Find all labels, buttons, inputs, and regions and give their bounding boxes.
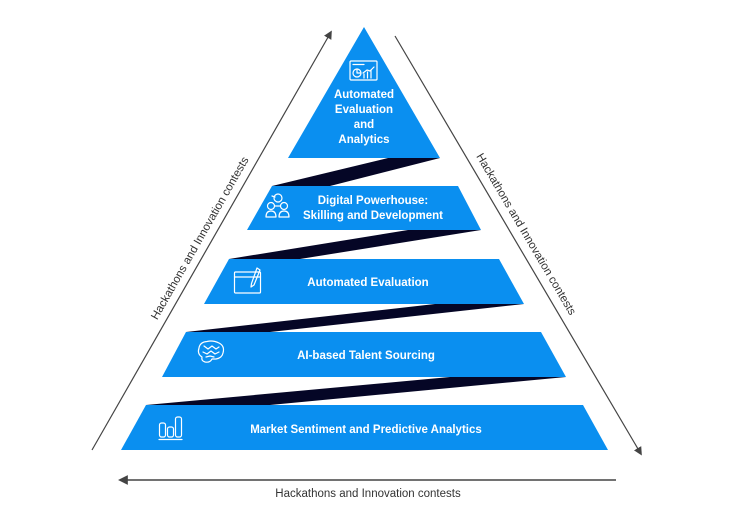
- dashboard-analytics-icon: [349, 60, 378, 81]
- bottom-arrow-label: Hackathons and Innovation contests: [275, 488, 461, 500]
- tier-2-shape: [247, 186, 481, 230]
- connector-4-5: [146, 377, 566, 405]
- connector-2-3: [229, 230, 481, 259]
- tier-1-label: Automated Evaluation and Analytics: [334, 89, 394, 146]
- tier-1-line-4: Analytics: [338, 134, 389, 146]
- tier-5-shape: [121, 405, 608, 450]
- brain-icon: [197, 340, 225, 363]
- tier-1-line-1: Automated: [334, 89, 394, 101]
- connector-1-2: [272, 158, 440, 186]
- tier-4-shape: [162, 332, 566, 377]
- tier-4-label: AI-based Talent Sourcing: [297, 350, 435, 362]
- bar-chart-icon: [158, 416, 183, 441]
- tier-3-label: Automated Evaluation: [307, 277, 428, 289]
- tier-5-label: Market Sentiment and Predictive Analytic…: [250, 424, 482, 436]
- pen-on-window-icon: [233, 267, 262, 294]
- tier-1-line-3: and: [354, 119, 374, 131]
- left-arrow-line: [91, 30, 332, 451]
- right-arrow-line: [394, 35, 642, 456]
- tier-1-shape: [288, 27, 440, 158]
- tier-3-shape: [204, 259, 524, 304]
- tier-1-line-2: Evaluation: [335, 104, 393, 116]
- connector-3-4: [186, 304, 524, 332]
- tier-2-line-1: Digital Powerhouse:: [318, 195, 429, 207]
- connectors: [146, 158, 566, 405]
- team-network-icon: [265, 193, 290, 218]
- tiers: [121, 27, 608, 450]
- tier-2-label: Digital Powerhouse: Skilling and Develop…: [303, 195, 443, 222]
- tier-2-line-2: Skilling and Development: [303, 210, 443, 222]
